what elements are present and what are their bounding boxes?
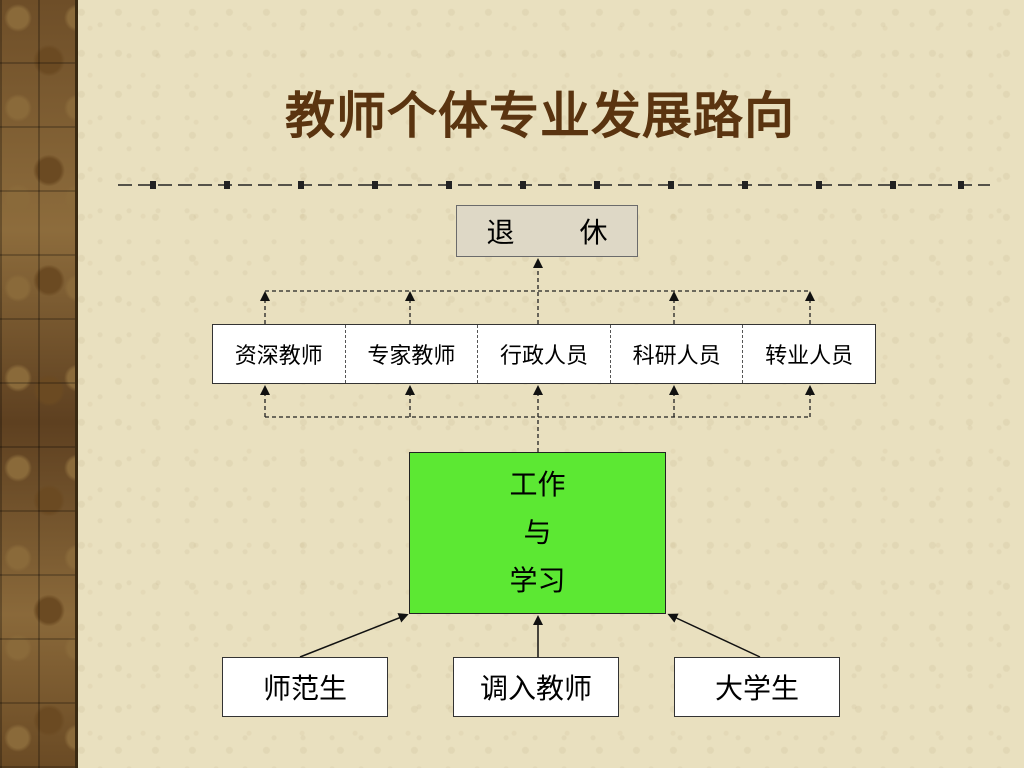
roles-to-retire-connector [260, 258, 815, 324]
role-senior-teacher: 资深教师 [234, 344, 323, 369]
work-line-3: 学习 [509, 564, 566, 597]
source-college-graduate: 大学生 [674, 657, 840, 717]
title-divider [118, 181, 990, 189]
career-roles-row: 资深教师 专家教师 行政人员 科研人员 转业人员 [212, 324, 876, 384]
source-transferred-teacher: 调入教师 [453, 657, 619, 717]
work-to-roles-connector [260, 385, 815, 452]
sources-to-work-connector [299, 613, 761, 658]
role-career-change: 转业人员 [742, 325, 875, 383]
work-line-2: 与 [523, 516, 552, 549]
slide-title: 教师个体专业发展路向 [285, 87, 795, 145]
source-normal-student: 师范生 [222, 657, 388, 717]
role-administrator: 行政人员 [477, 325, 610, 383]
decorative-side-strip [0, 0, 78, 768]
role-researcher: 科研人员 [609, 325, 743, 383]
work-and-study-box: 工作 与 学习 [409, 452, 666, 614]
retire-box: 退 休 [456, 205, 638, 257]
work-line-1: 工作 [509, 468, 566, 501]
role-expert-teacher: 专家教师 [344, 325, 478, 383]
